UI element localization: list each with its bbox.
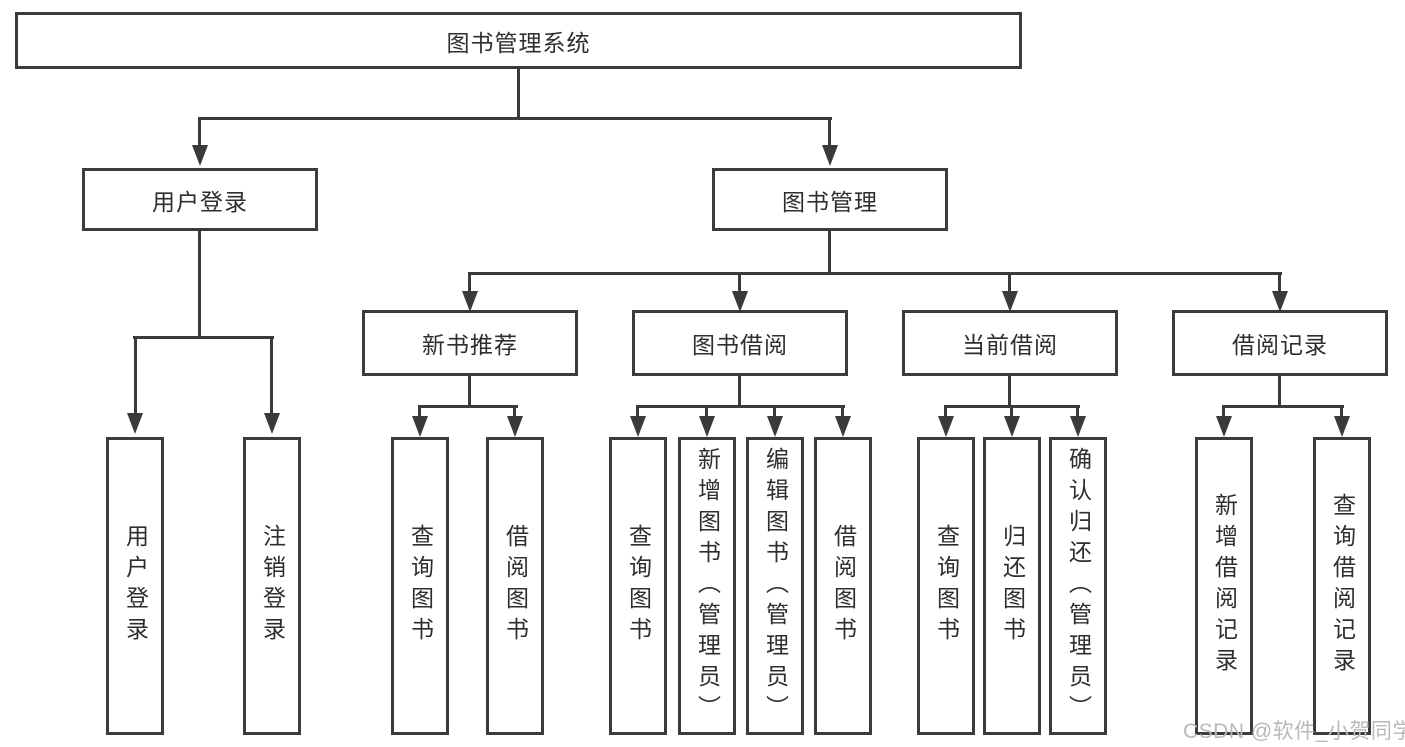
leaf-return-book: 归还图书	[983, 437, 1041, 735]
leaf-add-book-admin: 新增图书（管理员）	[678, 437, 736, 735]
connector-vline	[1008, 374, 1011, 407]
arrowhead-down	[462, 291, 478, 312]
leaf-edit-book-admin: 编辑图书（管理员）	[746, 437, 804, 735]
node-book-management: 图书管理	[712, 168, 948, 231]
connector-vline	[1076, 405, 1079, 418]
arrowhead-down	[699, 416, 715, 437]
connector-hline	[636, 405, 845, 408]
connector-vline	[1008, 272, 1011, 292]
leaf-label: 查询图书	[933, 524, 960, 648]
csdn-watermark: CSDN @软件_小贺同学	[1183, 720, 1405, 743]
connector-vline	[418, 405, 421, 418]
connector-vline	[1340, 405, 1343, 418]
arrowhead-down	[835, 416, 851, 437]
arrowhead-down	[767, 416, 783, 437]
leaf-label: 新增借阅记录	[1211, 493, 1238, 679]
leaf-add-borrow-record: 新增借阅记录	[1195, 437, 1253, 735]
leaf-query-book-recommend: 查询图书	[391, 437, 449, 735]
connector-vline	[636, 405, 639, 418]
connector-vline	[134, 336, 137, 414]
arrowhead-down	[822, 145, 838, 166]
leaf-label: 归还图书	[999, 524, 1026, 648]
leaf-query-book-current: 查询图书	[917, 437, 975, 735]
arrowhead-down	[507, 416, 523, 437]
leaf-query-borrow-record: 查询借阅记录	[1313, 437, 1371, 735]
node-borrow-records: 借阅记录	[1172, 310, 1388, 376]
node-root: 图书管理系统	[15, 12, 1022, 69]
connector-vline	[1278, 374, 1281, 407]
leaf-confirm-return-admin: 确认归还（管理员）	[1049, 437, 1107, 735]
connector-vline	[738, 272, 741, 292]
connector-vline	[1222, 405, 1225, 418]
arrowhead-down	[412, 416, 428, 437]
connector-hline	[133, 336, 274, 339]
leaf-label: 新增图书（管理员）	[694, 446, 721, 726]
leaf-logout: 注销登录	[243, 437, 301, 735]
arrowhead-down	[1334, 416, 1350, 437]
connector-vline	[944, 405, 947, 418]
leaf-query-book-borrow: 查询图书	[609, 437, 667, 735]
leaf-label: 借阅图书	[502, 524, 529, 648]
arrowhead-down	[630, 416, 646, 437]
leaf-label: 借阅图书	[830, 524, 857, 648]
arrowhead-down	[1004, 416, 1020, 437]
connector-vline	[828, 117, 831, 148]
connector-vline	[738, 374, 741, 407]
connector-vline	[468, 272, 471, 292]
leaf-label: 用户登录	[122, 524, 149, 648]
arrowhead-down	[1070, 416, 1086, 437]
leaf-label: 查询图书	[407, 524, 434, 648]
connector-vline	[828, 230, 831, 274]
leaf-borrow-book-recommend: 借阅图书	[486, 437, 544, 735]
connector-vline	[773, 405, 776, 418]
leaf-user-login: 用户登录	[106, 437, 164, 735]
arrowhead-down	[938, 416, 954, 437]
arrowhead-down	[192, 145, 208, 166]
connector-vline	[705, 405, 708, 418]
connector-vline	[468, 374, 471, 407]
arrowhead-down	[1216, 416, 1232, 437]
connector-hline	[468, 272, 1282, 275]
leaf-borrow-book: 借阅图书	[814, 437, 872, 735]
connector-vline	[270, 336, 273, 414]
arrowhead-down	[1002, 291, 1018, 312]
leaf-label: 注销登录	[259, 524, 286, 648]
connector-hline	[199, 117, 832, 120]
leaf-label: 编辑图书（管理员）	[762, 446, 789, 726]
arrowhead-down	[264, 413, 280, 434]
connector-vline	[1278, 272, 1281, 292]
node-current-borrow: 当前借阅	[902, 310, 1118, 376]
node-user-login: 用户登录	[82, 168, 318, 231]
connector-vline	[198, 229, 201, 338]
connector-hline	[1222, 405, 1344, 408]
leaf-label: 确认归还（管理员）	[1065, 446, 1092, 726]
leaf-label: 查询图书	[625, 524, 652, 648]
arrowhead-down	[1272, 291, 1288, 312]
connector-hline	[418, 405, 518, 408]
node-book-borrow: 图书借阅	[632, 310, 848, 376]
leaf-label: 查询借阅记录	[1329, 493, 1356, 679]
arrowhead-down	[127, 413, 143, 434]
connector-vline	[198, 117, 201, 148]
connector-vline	[841, 405, 844, 418]
node-new-book-recommend: 新书推荐	[362, 310, 578, 376]
arrowhead-down	[732, 291, 748, 312]
connector-vline	[1010, 405, 1013, 418]
connector-vline	[513, 405, 516, 418]
connector-vline	[517, 66, 520, 119]
